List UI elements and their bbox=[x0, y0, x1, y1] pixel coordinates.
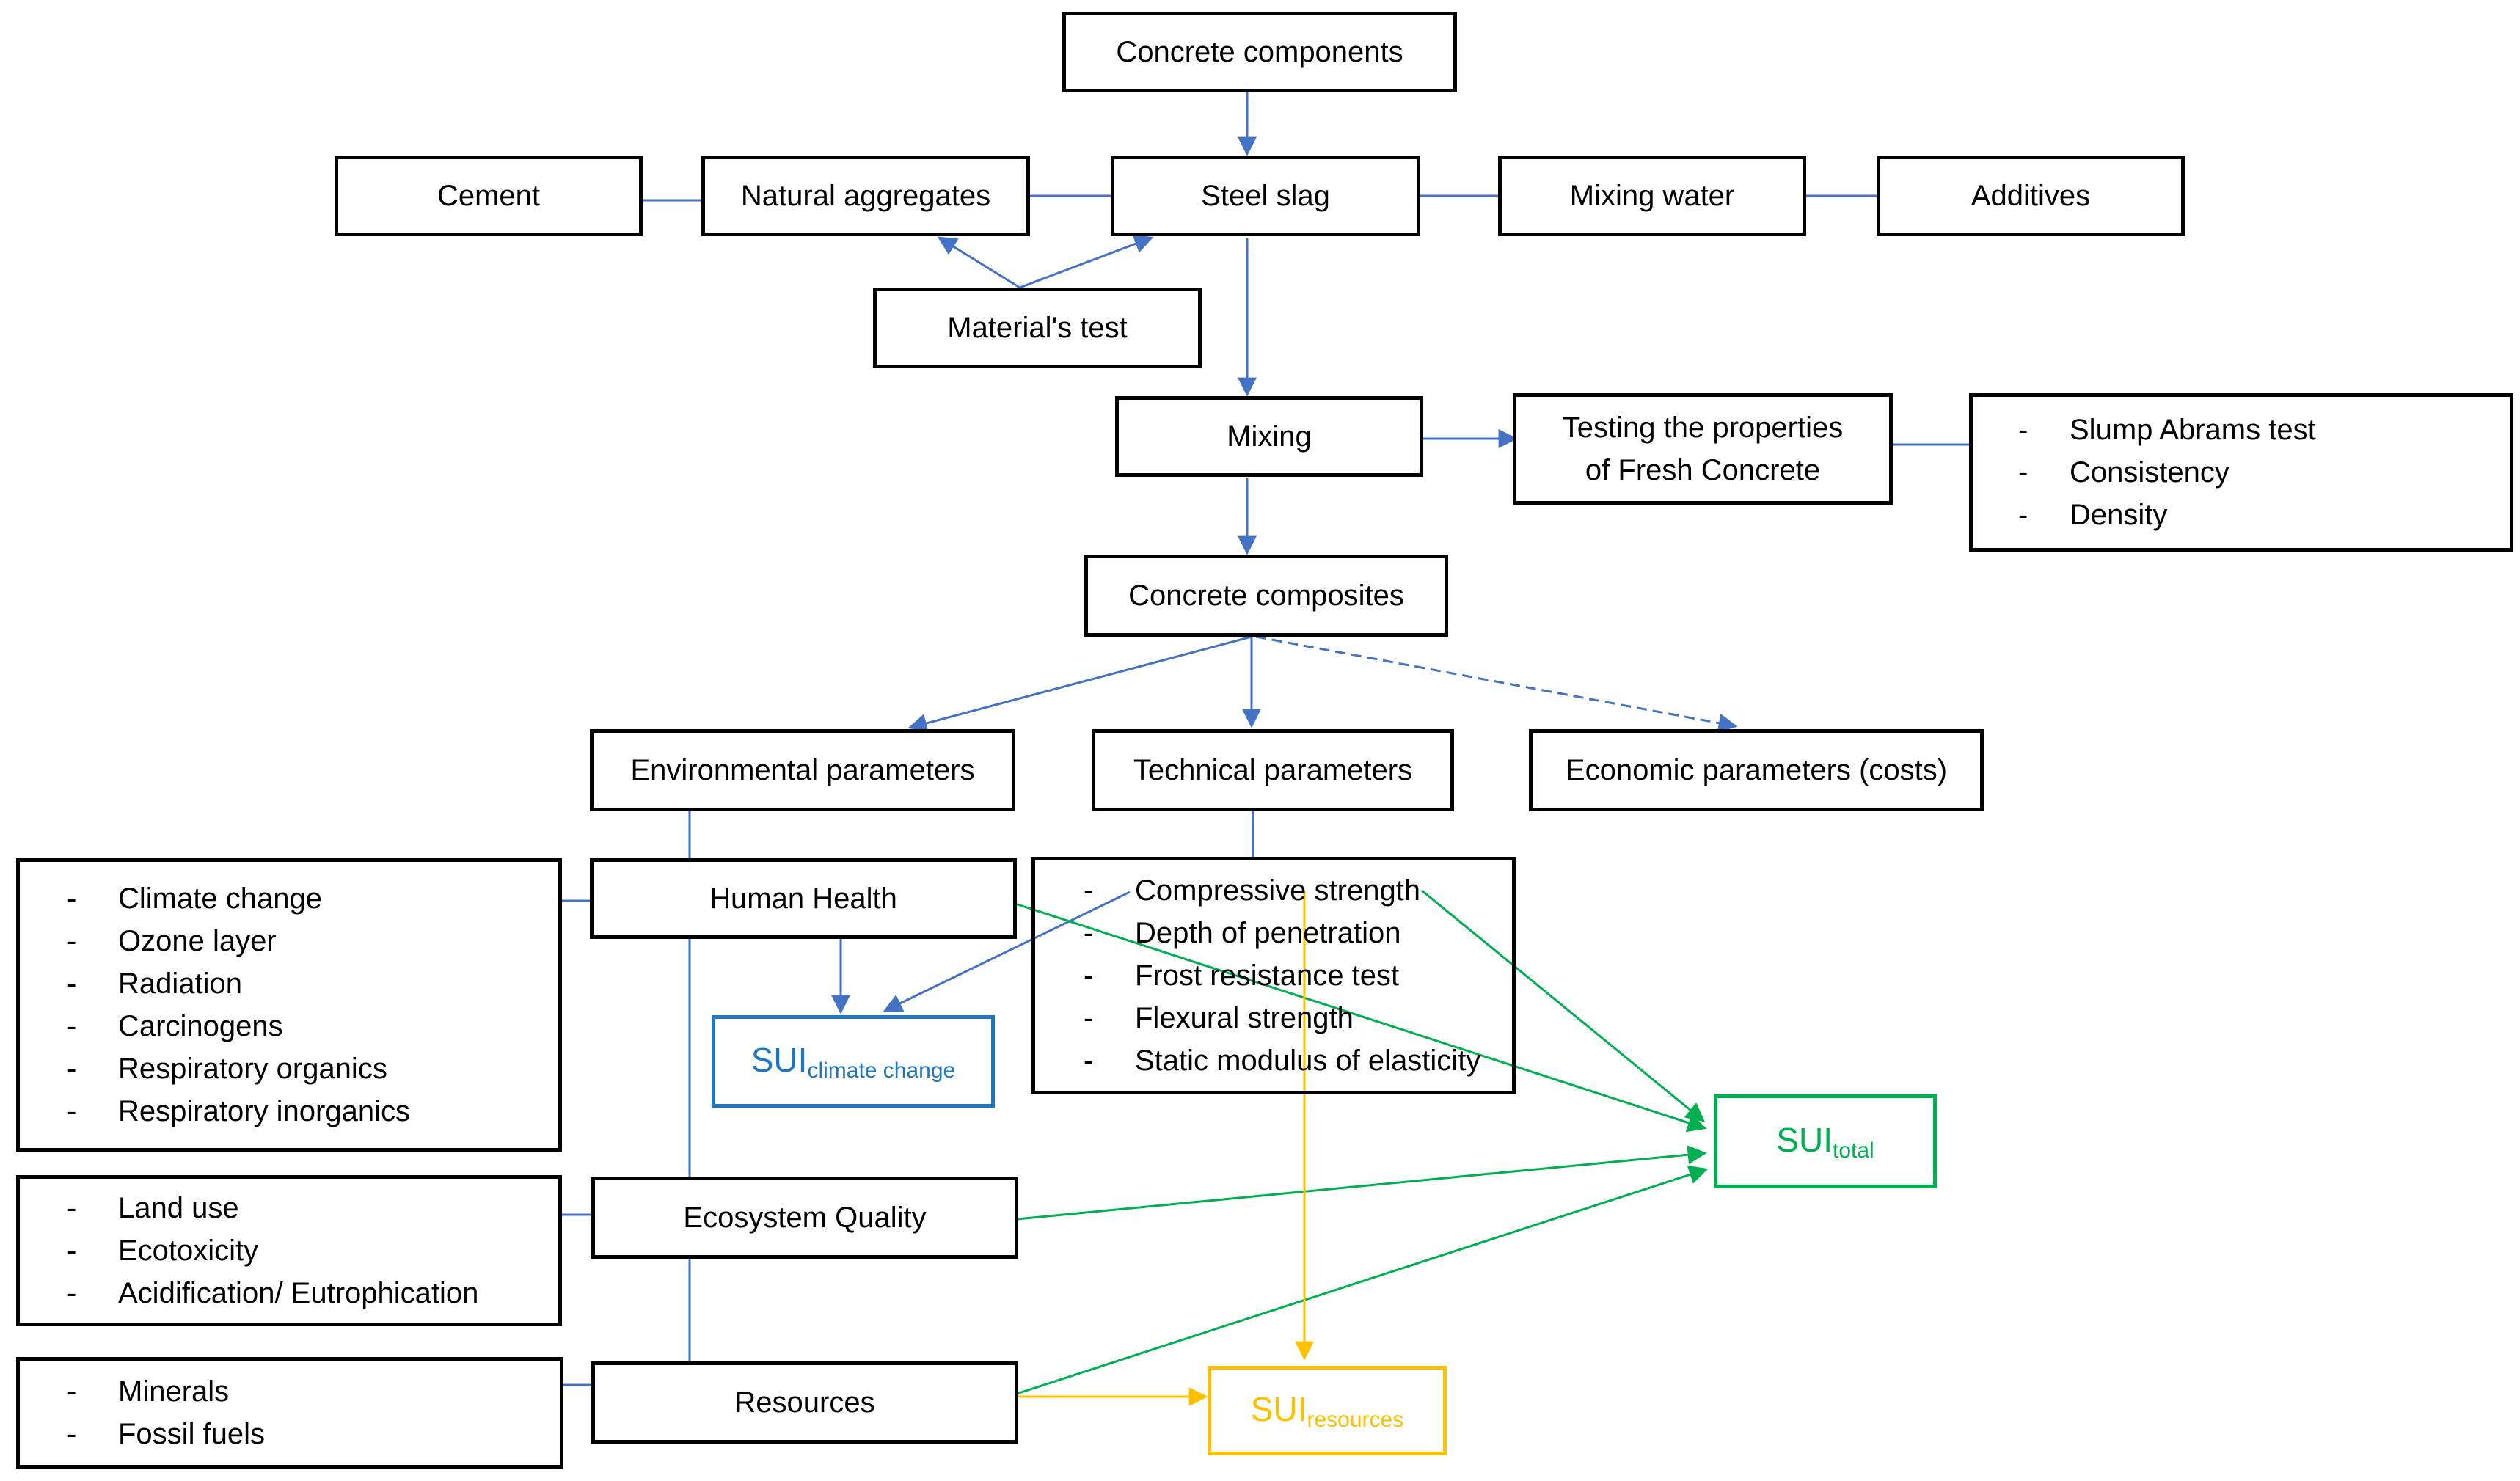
list-item: Minerals bbox=[67, 1370, 265, 1413]
environmental-parameters-node: Environmental parameters bbox=[590, 729, 1015, 811]
sui-resources-main: SUI bbox=[1250, 1390, 1307, 1429]
natural-aggregates-node: Natural aggregates bbox=[701, 156, 1030, 236]
sui-climate-change-label: SUIclimate change bbox=[751, 1036, 955, 1087]
concrete-components-node: Concrete components bbox=[1062, 12, 1457, 92]
sui-total-label: SUItotal bbox=[1776, 1116, 1874, 1167]
ecosystem-quality-label: Ecosystem Quality bbox=[683, 1202, 927, 1234]
connector-test-to-aggregates bbox=[937, 236, 1020, 289]
mixing-node: Mixing bbox=[1115, 396, 1423, 477]
technical-parameters-label: Technical parameters bbox=[1133, 754, 1413, 786]
sui-total-sub: total bbox=[1832, 1138, 1874, 1163]
list-item: Acidification/ Eutrophication bbox=[67, 1272, 478, 1314]
list-item: Climate change bbox=[67, 877, 410, 920]
additives-node: Additives bbox=[1877, 156, 2185, 236]
technical-items-list: Compressive strength Depth of penetratio… bbox=[1031, 857, 1516, 1094]
connector-composites-to-econ bbox=[1255, 635, 1738, 733]
steel-slag-node: Steel slag bbox=[1111, 156, 1420, 236]
fresh-tests-list: Slump Abrams test Consistency Density bbox=[1969, 393, 2513, 552]
sui-resources-label: SUIresources bbox=[1251, 1385, 1403, 1436]
mixing-water-node: Mixing water bbox=[1498, 156, 1806, 236]
list-item: Carcinogens bbox=[67, 1005, 410, 1047]
sui-total-node: SUItotal bbox=[1714, 1094, 1937, 1188]
list-item: Density bbox=[2018, 494, 2316, 536]
ecosystem-items-list: Land use Ecotoxicity Acidification/ Eutr… bbox=[16, 1175, 562, 1326]
cement-node: Cement bbox=[335, 156, 643, 236]
mixing-water-label: Mixing water bbox=[1569, 180, 1735, 212]
natural-aggregates-label: Natural aggregates bbox=[740, 180, 991, 212]
human-health-label: Human Health bbox=[709, 882, 897, 915]
connector-test-to-slag bbox=[1019, 235, 1154, 289]
list-item: Frost resistance test bbox=[1084, 954, 1480, 997]
technical-parameters-node: Technical parameters bbox=[1092, 729, 1454, 811]
testing-fresh-concrete-label: Testing the properties of Fresh Concrete bbox=[1563, 406, 1843, 491]
additives-label: Additives bbox=[1971, 180, 2091, 212]
list-item: Compressive strength bbox=[1084, 869, 1480, 912]
steel-slag-label: Steel slag bbox=[1201, 180, 1330, 212]
ecosystem-quality-node: Ecosystem Quality bbox=[591, 1177, 1018, 1259]
list-item: Slump Abrams test bbox=[2018, 409, 2316, 451]
economic-parameters-label: Economic parameters (costs) bbox=[1565, 754, 1948, 786]
list-item: Flexural strength bbox=[1084, 997, 1480, 1039]
connector-eq-to-sui-total bbox=[1016, 1145, 1707, 1221]
connector-res-to-sui-total bbox=[1016, 1165, 1709, 1395]
concrete-components-label: Concrete components bbox=[1116, 36, 1403, 68]
testing-fresh-line1: Testing the properties bbox=[1562, 412, 1844, 444]
sui-climate-change-node: SUIclimate change bbox=[712, 1015, 995, 1108]
resources-label: Resources bbox=[734, 1386, 875, 1419]
resources-node: Resources bbox=[591, 1361, 1018, 1444]
sui-total-main: SUI bbox=[1776, 1121, 1833, 1160]
testing-fresh-line2: of Fresh Concrete bbox=[1585, 454, 1821, 486]
sui-climate-main: SUI bbox=[750, 1041, 808, 1080]
materials-test-node: Material's test bbox=[873, 288, 1202, 368]
testing-fresh-concrete-node: Testing the properties of Fresh Concrete bbox=[1513, 393, 1893, 505]
sui-resources-node: SUIresources bbox=[1208, 1366, 1447, 1455]
human-health-node: Human Health bbox=[590, 858, 1017, 939]
human-health-items-list: Climate change Ozone layer Radiation Car… bbox=[16, 858, 562, 1152]
connector-composites-to-env bbox=[907, 635, 1252, 733]
list-item: Static modulus of elasticity bbox=[1084, 1039, 1480, 1082]
resources-items-list: Minerals Fossil fuels bbox=[16, 1357, 563, 1469]
list-item: Land use bbox=[67, 1187, 478, 1229]
list-item: Fossil fuels bbox=[67, 1413, 265, 1455]
list-item: Radiation bbox=[67, 962, 410, 1005]
concrete-composites-label: Concrete composites bbox=[1128, 579, 1404, 612]
sui-climate-sub: climate change bbox=[807, 1058, 956, 1083]
environmental-parameters-label: Environmental parameters bbox=[630, 754, 975, 786]
list-item: Respiratory organics bbox=[67, 1047, 410, 1090]
economic-parameters-node: Economic parameters (costs) bbox=[1529, 729, 1984, 811]
cement-label: Cement bbox=[437, 180, 541, 212]
list-item: Ecotoxicity bbox=[67, 1229, 478, 1272]
materials-test-label: Material's test bbox=[947, 312, 1128, 344]
sui-resources-sub: resources bbox=[1307, 1408, 1404, 1433]
list-item: Depth of penetration bbox=[1084, 912, 1480, 954]
list-item: Consistency bbox=[2018, 451, 2316, 494]
list-item: Respiratory inorganics bbox=[67, 1090, 410, 1133]
list-item: Ozone layer bbox=[67, 920, 410, 962]
concrete-composites-node: Concrete composites bbox=[1084, 555, 1448, 637]
mixing-label: Mixing bbox=[1227, 420, 1312, 453]
